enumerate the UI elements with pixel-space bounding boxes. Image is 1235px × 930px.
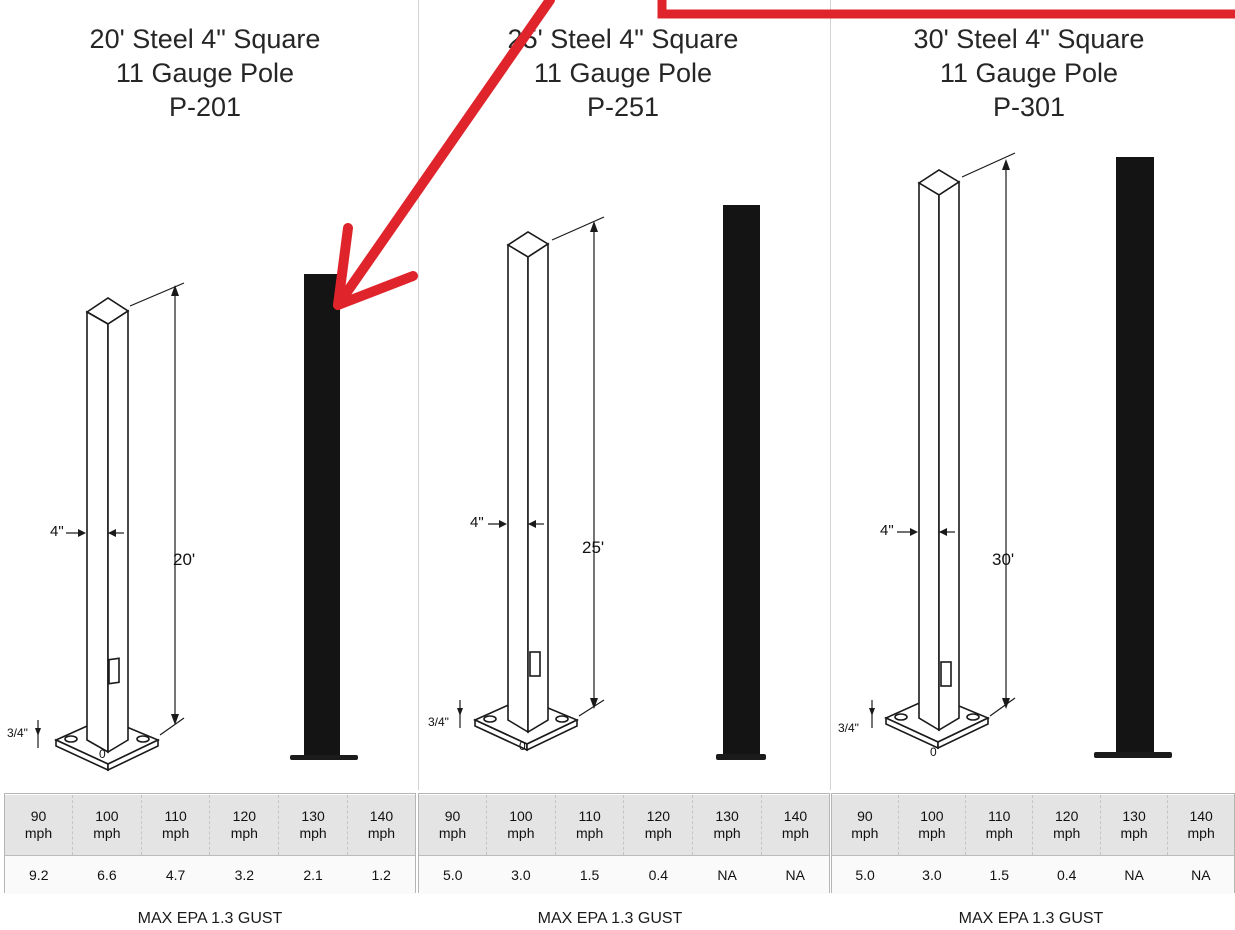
title-line: P-251 <box>586 92 660 122</box>
title-line: 11 Gauge Pole <box>939 58 1119 88</box>
max-epa-footer: MAX EPA 1.3 GUST <box>137 910 283 927</box>
epa-value-cell: 5.0 <box>419 855 487 894</box>
epa-value-cell: NA <box>1167 855 1234 894</box>
title-line: 11 Gauge Pole <box>533 58 713 88</box>
pole-line-drawing <box>457 216 605 752</box>
height-dimension-label: 20' <box>173 550 195 569</box>
epa-value-cell: NA <box>761 855 829 894</box>
door-marker-label: 0 <box>519 739 526 753</box>
epa-value-cell: 1.5 <box>965 855 1033 894</box>
height-dimension-label: 25' <box>582 538 604 557</box>
title-line: 11 Gauge Pole <box>115 58 295 88</box>
epa-value-cell: NA <box>692 855 762 894</box>
epa-value-cell: 9.2 <box>5 855 73 894</box>
epa-value-cell: 1.5 <box>555 855 624 894</box>
width-dimension-label: 4" <box>470 514 484 531</box>
epa-value-cell: 3.2 <box>209 855 279 894</box>
height-dimension-label: 30' <box>992 550 1014 569</box>
epa-value-row: 5.0 3.0 1.5 0.4 NA NA <box>419 855 829 894</box>
epa-value-cell: 3.0 <box>898 855 966 894</box>
pole-photo <box>290 274 358 760</box>
epa-value-cell: 0.4 <box>1032 855 1101 894</box>
pole-drawings: 20' 4" 3/4" 0 <box>7 152 1172 772</box>
max-epa-footer: MAX EPA 1.3 GUST <box>537 910 683 927</box>
epa-value-row: 9.2 6.6 4.7 3.2 2.1 1.2 <box>5 855 415 894</box>
width-dimension-label: 4" <box>880 522 894 539</box>
panel-title: 20' Steel 4" Square 11 Gauge Pole P-201 <box>0 22 410 124</box>
max-epa-footer: MAX EPA 1.3 GUST <box>958 910 1104 927</box>
title-line: P-301 <box>992 92 1066 122</box>
width-dimension-label: 4" <box>50 523 64 540</box>
base-thickness-label: 3/4" <box>7 726 28 740</box>
title-line: 30' Steel 4" Square <box>913 24 1145 54</box>
panel-divider <box>830 0 831 790</box>
door-marker-label: 0 <box>99 747 106 761</box>
epa-value-cell: NA <box>1100 855 1168 894</box>
epa-value-cell: 0.4 <box>623 855 693 894</box>
epa-value-cell: 2.1 <box>278 855 348 894</box>
epa-value-cell: 3.0 <box>486 855 556 894</box>
pole-line-drawing <box>869 152 1016 750</box>
panel-divider <box>418 0 419 790</box>
pole-photo <box>1094 157 1172 758</box>
base-thickness-label: 3/4" <box>838 721 859 735</box>
epa-value-row: 5.0 3.0 1.5 0.4 NA NA <box>832 855 1234 894</box>
door-marker-label: 0 <box>930 745 937 759</box>
epa-value-cell: 5.0 <box>832 855 899 894</box>
epa-value-cell: 4.7 <box>141 855 210 894</box>
epa-value-cell: 1.2 <box>347 855 415 894</box>
base-thickness-label: 3/4" <box>428 715 449 729</box>
title-line: P-201 <box>168 92 242 122</box>
epa-value-cell: 6.6 <box>72 855 142 894</box>
title-line: 20' Steel 4" Square <box>89 24 321 54</box>
panel-title: 30' Steel 4" Square 11 Gauge Pole P-301 <box>824 22 1234 124</box>
pole-line-drawing <box>35 282 185 772</box>
pole-photo <box>716 205 766 760</box>
